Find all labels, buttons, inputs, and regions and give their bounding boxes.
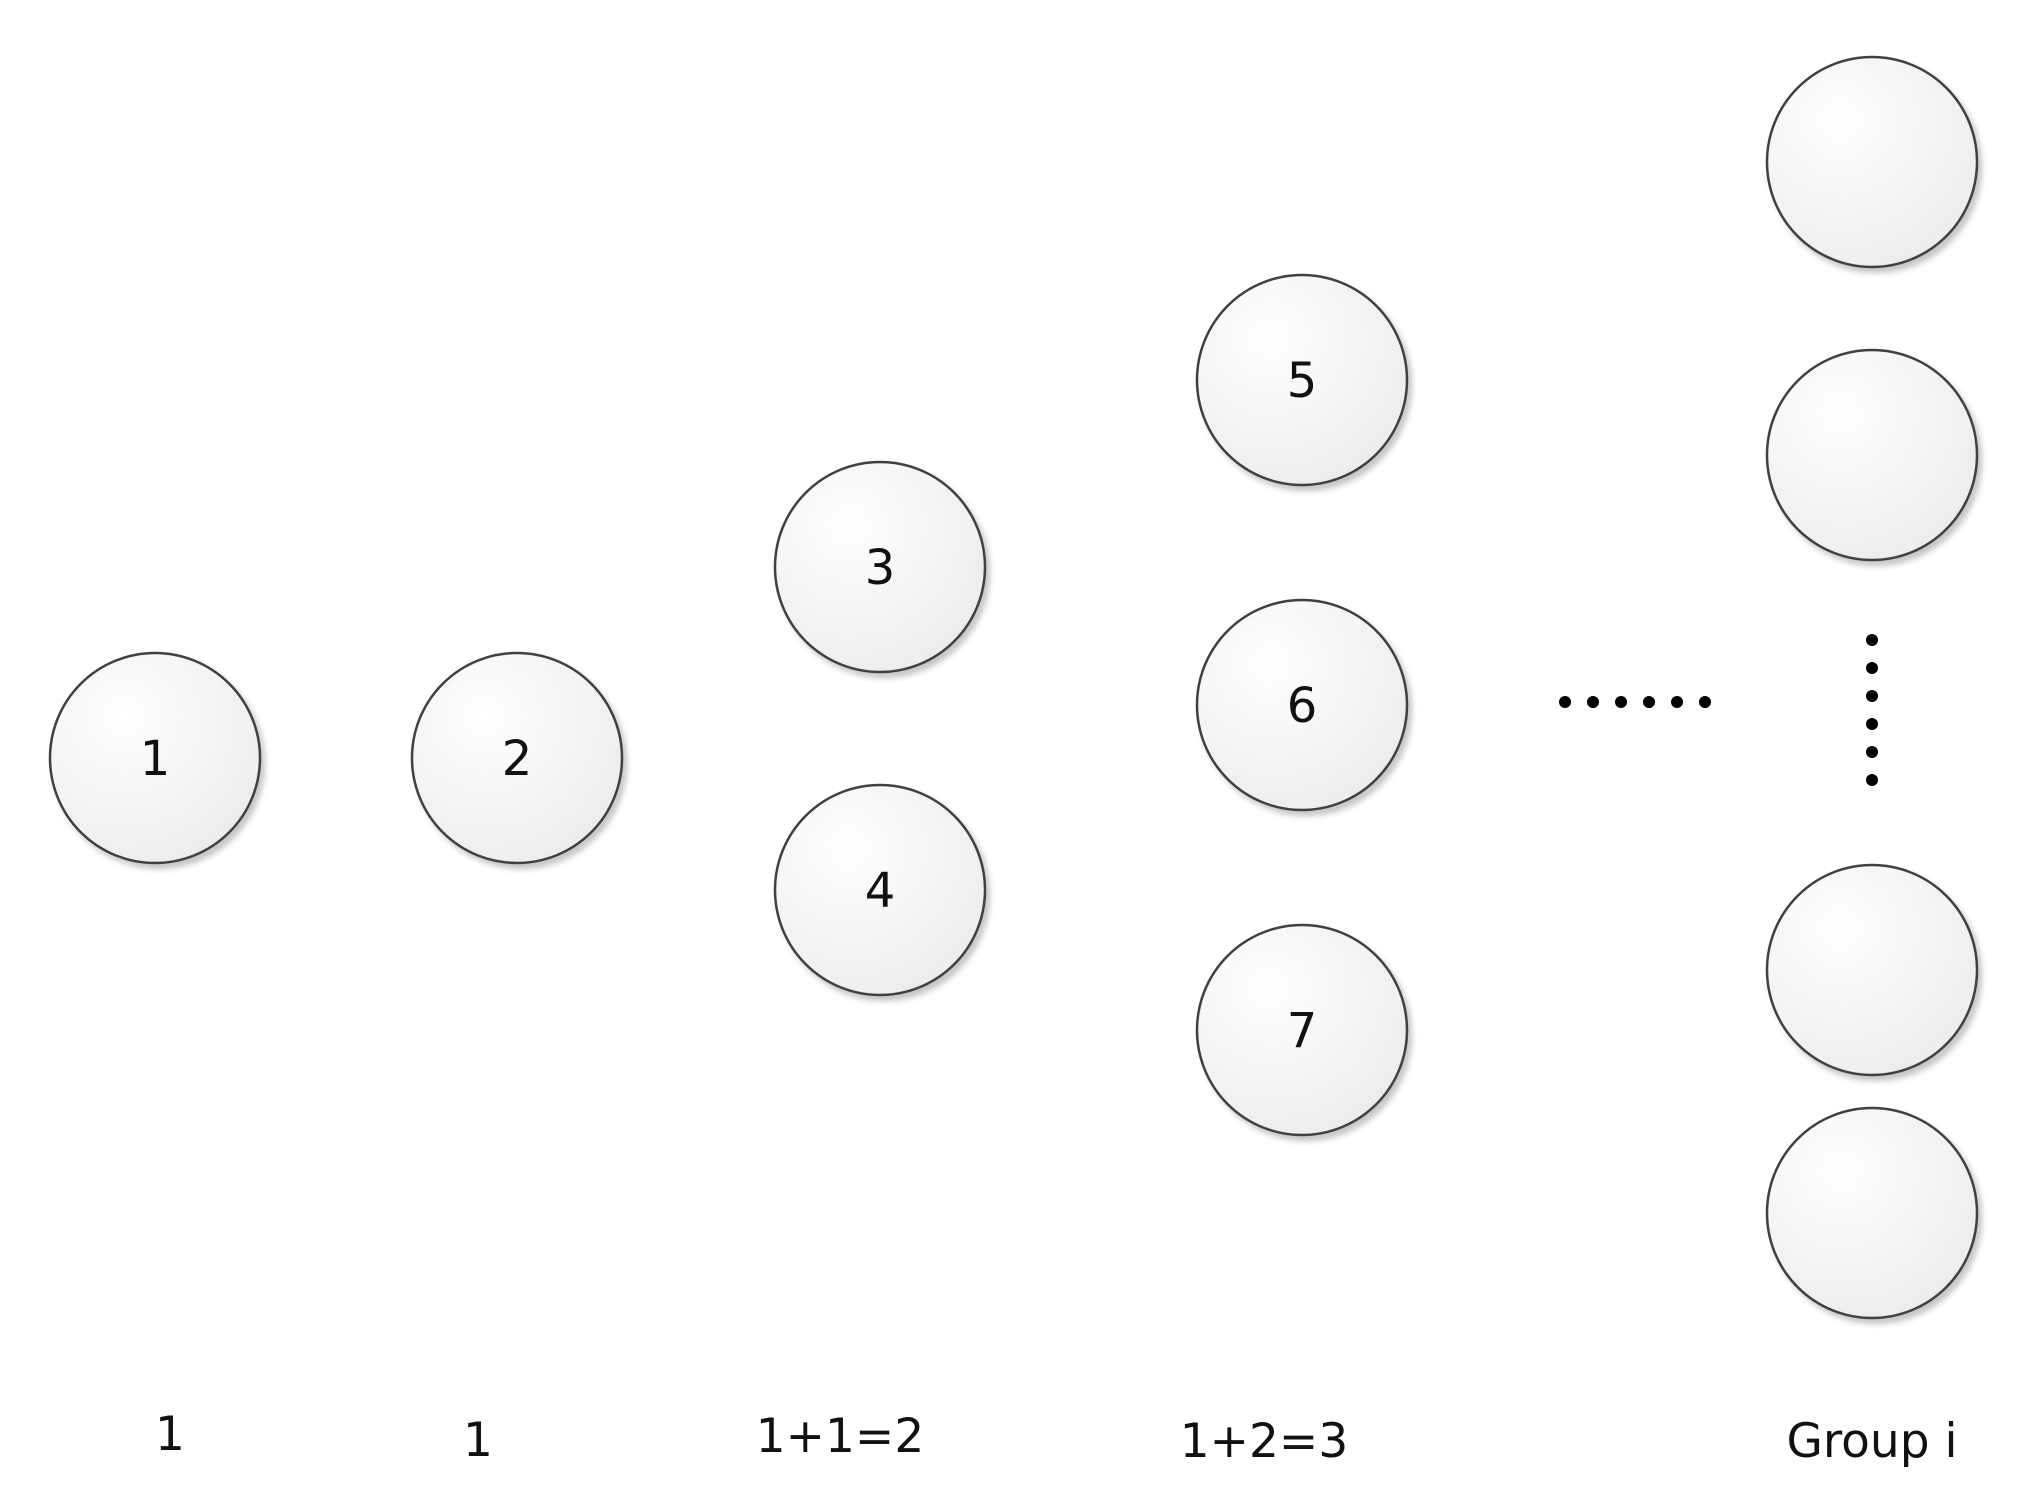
ellipsis-dot xyxy=(1866,718,1878,730)
ellipsis-dot xyxy=(1643,696,1655,708)
node-circle xyxy=(1765,863,1979,1077)
ellipsis-dot xyxy=(1866,774,1878,786)
horizontal-ellipsis xyxy=(1559,696,1711,708)
node-1: 1 xyxy=(48,651,262,865)
node-circle xyxy=(1765,348,1979,562)
ellipsis-dot xyxy=(1699,696,1711,708)
node-3: 3 xyxy=(773,460,987,674)
node-6: 6 xyxy=(1195,598,1409,812)
group-label-i: Group i xyxy=(1786,1414,1957,1469)
node-label: 4 xyxy=(865,863,896,919)
ellipsis-dot xyxy=(1866,662,1878,674)
node-circle xyxy=(48,651,262,865)
node-circle xyxy=(1195,923,1409,1137)
node-label: 7 xyxy=(1287,1003,1318,1059)
node-circle xyxy=(1765,55,1979,269)
ellipsis-dot xyxy=(1615,696,1627,708)
node-label: 2 xyxy=(502,731,533,787)
group-i-node-3 xyxy=(1765,863,1979,1077)
node-label: 1 xyxy=(140,731,171,787)
node-circle xyxy=(1195,598,1409,812)
node-circle xyxy=(773,460,987,674)
node-circle xyxy=(1195,273,1409,487)
ellipsis-dot xyxy=(1866,690,1878,702)
node-circle xyxy=(1765,1106,1979,1320)
ellipsis-dot xyxy=(1866,746,1878,758)
group-label-3: 1+1=2 xyxy=(756,1409,924,1464)
node-5: 5 xyxy=(1195,273,1409,487)
node-4: 4 xyxy=(773,783,987,997)
node-circle xyxy=(773,783,987,997)
ellipsis-dot xyxy=(1559,696,1571,708)
group-label-4: 1+2=3 xyxy=(1180,1414,1348,1469)
group-label-1: 1 xyxy=(155,1407,185,1462)
node-label: 6 xyxy=(1287,678,1318,734)
group-i-node-2 xyxy=(1765,348,1979,562)
ellipsis-dot xyxy=(1671,696,1683,708)
node-2: 2 xyxy=(410,651,624,865)
ellipsis-dot xyxy=(1587,696,1599,708)
node-circle xyxy=(410,651,624,865)
group-label-2: 1 xyxy=(463,1413,493,1468)
node-label: 5 xyxy=(1287,353,1318,409)
group-i-node-4 xyxy=(1765,1106,1979,1320)
ellipsis-dot xyxy=(1866,634,1878,646)
group-i-node-1 xyxy=(1765,55,1979,269)
vertical-ellipsis xyxy=(1866,634,1878,786)
node-label: 3 xyxy=(865,540,896,596)
node-7: 7 xyxy=(1195,923,1409,1137)
